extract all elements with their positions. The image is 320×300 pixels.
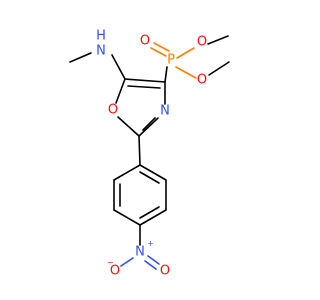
- bond-c2-n-inner: [142, 117, 156, 131]
- bond-c2-phenyl: [138, 135, 141, 166]
- bond-c5-c4: [124, 78, 166, 83]
- atom-n-nitro: N: [135, 245, 145, 260]
- bond-ph-inner-3: [139, 171, 160, 184]
- atom-o-nitro-left-charge: −: [107, 258, 114, 267]
- bond-p-ome1: [176, 47, 195, 59]
- atom-n-nitro-charge: +: [147, 239, 154, 248]
- bond-c5-o: [115, 78, 126, 104]
- bond-p-o-double-1: [150, 47, 167, 57]
- atom-o-phosphoryl: O: [140, 34, 150, 49]
- atom-n-ring: N: [160, 104, 170, 119]
- bond-n-c5: [111, 54, 126, 80]
- atom-labels: N H P O O O O N N + O − O: [96, 29, 207, 279]
- atom-o-methoxy-1: O: [197, 35, 207, 50]
- bond-ph-6: [139, 164, 167, 181]
- bond-o-c2: [117, 116, 140, 137]
- bond-nitro-o-left: [120, 257, 134, 267]
- atom-o-nitro-left: O: [110, 264, 120, 279]
- bond-c4-p: [164, 66, 168, 83]
- bond-nitro-o-right-1: [147, 255, 160, 265]
- bond-c2-n: [138, 117, 159, 137]
- bond-ph-3: [113, 209, 141, 226]
- atom-o-ring: O: [108, 103, 118, 118]
- bond-c5-c4-inner: [127, 85, 161, 89]
- atom-phosphorus: P: [167, 53, 175, 68]
- bond-ome2-methyl: [208, 61, 230, 76]
- molecule-structure-diagram: N H P O O O O N N + O − O: [69, 29, 230, 279]
- bond-ph-4: [139, 209, 167, 226]
- atom-n-methylamine: N: [96, 44, 106, 59]
- bond-methyl-n: [69, 52, 92, 63]
- bond-ome1-methyl: [207, 35, 229, 45]
- bond-ph-inner-2: [139, 206, 160, 219]
- atom-o-methoxy-2: O: [197, 73, 207, 88]
- bonds: [69, 35, 230, 270]
- bond-ph-1: [113, 164, 141, 181]
- atom-h-amine: H: [96, 29, 106, 44]
- bond-p-ome2: [175, 66, 197, 79]
- bond-p-o-double-2: [153, 42, 170, 52]
- bond-nitro-o-right-2: [144, 260, 157, 270]
- atom-o-nitro-right: O: [160, 264, 170, 279]
